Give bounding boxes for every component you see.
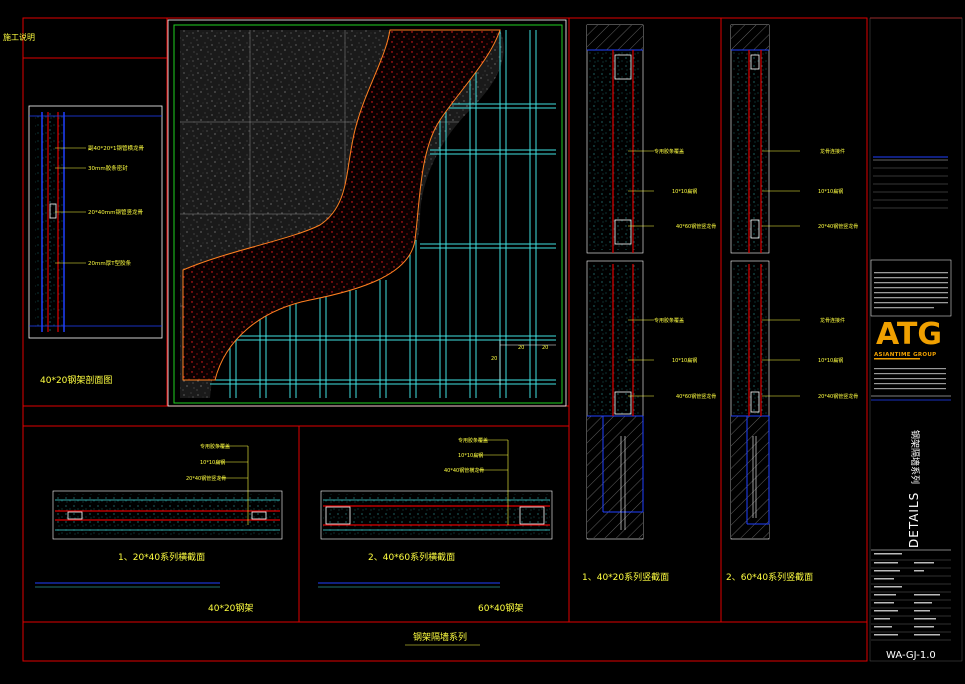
section-1: 专用胶条覆盖 10*10扁钢 20*40钢管竖龙骨 1、20*40系列横截面 4… bbox=[35, 443, 283, 614]
left-note-2: 30mm胶条密封 bbox=[88, 164, 128, 172]
elev1-lower-note-2: 10*10扁钢 bbox=[672, 357, 697, 364]
sec2-note-3: 40*40钢管横龙骨 bbox=[444, 467, 484, 474]
elev1-lower-note-1: 专用胶条覆盖 bbox=[654, 317, 684, 324]
elev1-lower-note-3: 40*60钢管竖龙骨 bbox=[676, 393, 716, 400]
elev2-lower-note-3: 20*40钢管竖龙骨 bbox=[818, 393, 858, 400]
top-left-label: 施工说明 bbox=[3, 32, 35, 42]
elev1-upper-note-3: 40*60钢管竖龙骨 bbox=[676, 223, 716, 230]
section-2: 专用胶条覆盖 10*10扁钢 40*40钢管横龙骨 2、40*60系列横截面 6… bbox=[318, 437, 553, 614]
sec2-note-2: 10*10扁钢 bbox=[458, 452, 483, 459]
sec2-note-1: 专用胶条覆盖 bbox=[458, 437, 488, 444]
left-detail: 副40*20*1钢管横龙骨 30mm胶条密封 20*40mm钢管竖龙骨 20mm… bbox=[28, 105, 163, 386]
elevation-2: 龙骨连接件 10*10扁钢 20*40钢管竖龙骨 龙骨连接件 10*10扁钢 2… bbox=[726, 24, 858, 583]
sec1-note-3: 20*40钢管竖龙骨 bbox=[186, 475, 226, 482]
plan-dim-3: 20 bbox=[542, 345, 548, 351]
left-note-3: 20*40mm钢管竖龙骨 bbox=[88, 208, 143, 216]
plan-dim-1: 20 bbox=[491, 356, 497, 362]
elev2-upper-note-3: 20*40钢管竖龙骨 bbox=[818, 223, 858, 230]
left-detail-caption: 40*20钢架剖面图 bbox=[40, 374, 112, 386]
sec1-note-2: 10*10扁钢 bbox=[200, 459, 225, 466]
elev2-upper-note-1: 龙骨连接件 bbox=[820, 148, 845, 155]
elevation-1: 专用胶条覆盖 10*10扁钢 40*60钢管竖龙骨 专用胶条覆盖 10*10扁钢… bbox=[582, 24, 716, 583]
elev2-lower-note-1: 龙骨连接件 bbox=[820, 317, 845, 324]
atg-logo: ATG bbox=[876, 317, 942, 352]
title-block: ATG ASIANTIME GROUP 钢架隔墙系列 DETAILS bbox=[869, 17, 963, 662]
left-note-1: 副40*20*1钢管横龙骨 bbox=[88, 144, 144, 152]
elev2-lower-note-2: 10*10扁钢 bbox=[818, 357, 843, 364]
sec1-scale-caption: 40*20钢架 bbox=[208, 602, 253, 614]
elev2-upper-note-2: 10*10扁钢 bbox=[818, 188, 843, 195]
wall-elevation: 20 20 20 bbox=[167, 19, 567, 407]
frame-studs bbox=[210, 30, 556, 398]
left-note-4: 20mm厚T型胶条 bbox=[88, 259, 132, 267]
elev1-upper-note-2: 10*10扁钢 bbox=[672, 188, 697, 195]
series-title-vertical: 钢架隔墙系列 bbox=[909, 430, 921, 484]
sec2-caption: 2、40*60系列横截面 bbox=[368, 551, 455, 563]
plan-dim-2: 20 bbox=[518, 345, 524, 351]
curved-band bbox=[182, 29, 501, 381]
details-label: DETAILS bbox=[907, 492, 921, 548]
elev1-upper-note-1: 专用胶条覆盖 bbox=[654, 148, 684, 155]
sec1-note-1: 专用胶条覆盖 bbox=[200, 443, 230, 450]
bottom-title: 钢架隔墙系列 bbox=[413, 631, 467, 643]
sec1-caption: 1、20*40系列横截面 bbox=[118, 551, 205, 563]
atg-logo-sub: ASIANTIME GROUP bbox=[874, 352, 937, 358]
elev1-caption: 1、40*20系列竖截面 bbox=[582, 571, 669, 583]
sec2-scale-caption: 60*40钢架 bbox=[478, 602, 523, 614]
drawing-number: WA-GJ-1.0 bbox=[886, 650, 936, 661]
elev2-caption: 2、60*40系列竖截面 bbox=[726, 571, 813, 583]
